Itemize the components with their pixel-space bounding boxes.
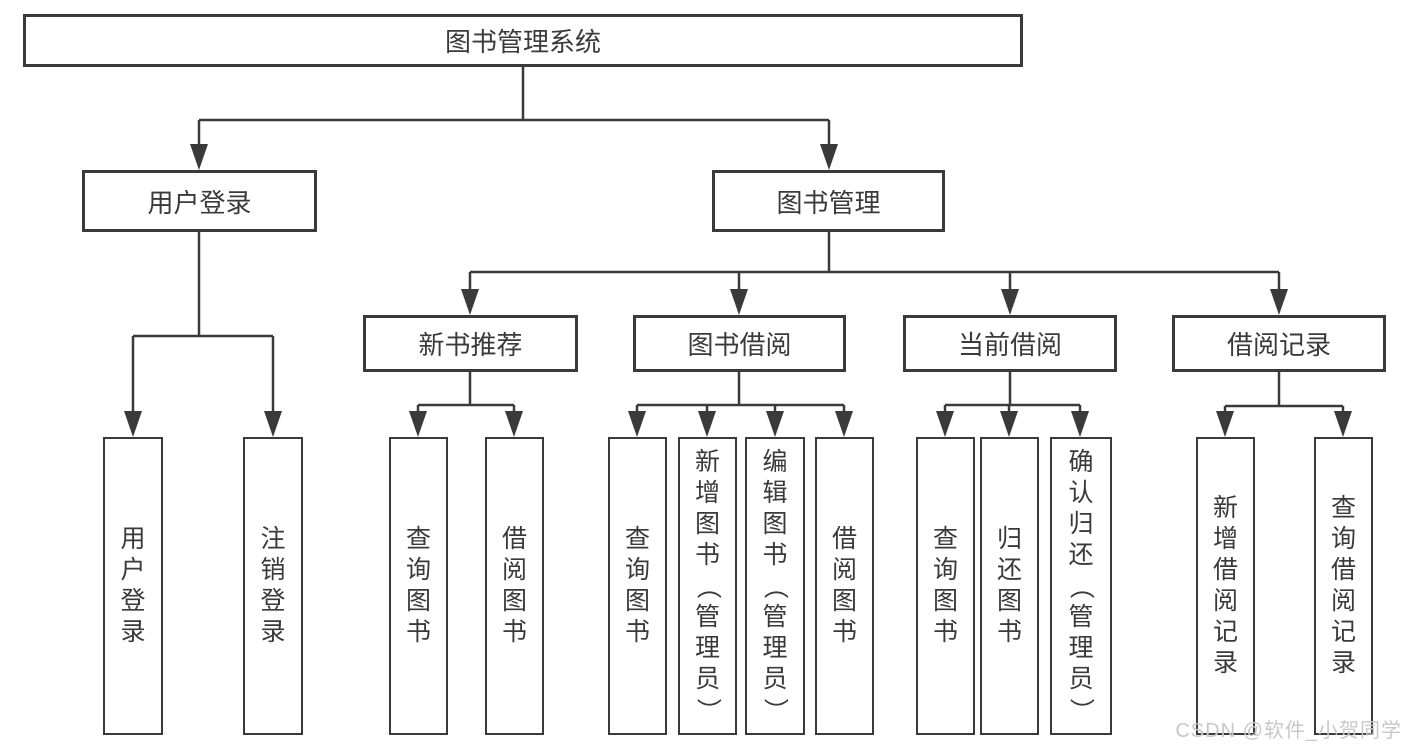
arrowhead-icon [1270,289,1288,315]
node-label: 借阅记录 [1226,330,1331,360]
node-user-login: 用户登录 [82,170,317,232]
leaf-user-login: 用户登录 [103,437,163,735]
leaf-query-books-recommend: 查询图书 [389,437,448,735]
node-label: 新书推荐 [418,330,523,360]
node-new-book-recommend: 新书推荐 [363,315,578,372]
arrowhead-icon [264,411,282,437]
leaf-query-books-borrowing: 查询图书 [608,437,667,735]
leaf-query-borrow-record: 查询借阅记录 [1314,437,1373,735]
node-label: 查询图书 [624,525,650,646]
arrowhead-icon [820,144,838,170]
arrowhead-icon [190,144,208,170]
arrowhead-icon [1001,289,1019,315]
arrowhead-icon [124,411,142,437]
node-current-borrowing: 当前借阅 [903,315,1117,372]
node-label: 借阅图书 [831,525,857,646]
leaf-confirm-return-admin: 确认归还（管理员） [1050,437,1112,735]
leaf-edit-books-admin: 编辑图书（管理员） [745,437,805,735]
node-book-borrowing: 图书借阅 [633,315,846,372]
arrowhead-icon [730,289,748,315]
node-label: 归还图书 [996,525,1022,646]
leaf-add-books-admin: 新增图书（管理员） [678,437,737,735]
arrowhead-icon [1334,411,1352,437]
leaf-return-books: 归还图书 [980,437,1039,735]
arrowhead-icon [835,411,853,437]
node-label: 查询借阅记录 [1330,494,1356,677]
node-label: 确认归还（管理员） [1067,447,1096,723]
arrowhead-icon [1071,411,1089,437]
arrowhead-icon [1216,411,1234,437]
node-label: 借阅图书 [501,525,527,646]
leaf-borrow-books-recommend: 借阅图书 [485,437,544,735]
leaf-borrow-books: 借阅图书 [815,437,874,735]
node-label: 新增借阅记录 [1212,494,1238,677]
leaf-logout: 注销登录 [243,437,303,735]
node-label: 当前借阅 [957,330,1062,360]
node-label: 图书管理 [776,187,881,218]
node-label: 注销登录 [260,525,286,646]
node-label: 图书管理系统 [444,27,601,57]
arrowhead-icon [628,411,646,437]
arrowhead-icon [766,411,784,437]
node-book-management: 图书管理 [712,170,945,232]
node-label: 新增图书（管理员） [693,447,722,723]
arrowhead-icon [698,411,716,437]
node-label: 用户登录 [120,525,146,646]
node-label: 图书借阅 [687,330,792,360]
leaf-query-books-current: 查询图书 [916,437,975,735]
node-label: 编辑图书（管理员） [761,447,790,723]
watermark: CSDN @软件_小贺同学 [1175,720,1402,742]
leaf-add-borrow-record: 新增借阅记录 [1196,437,1255,735]
node-label: 用户登录 [147,187,252,218]
node-label: 查询图书 [932,525,958,646]
arrowhead-icon [461,289,479,315]
arrowhead-icon [1000,411,1018,437]
arrowhead-icon [409,411,427,437]
node-label: 查询图书 [405,525,431,646]
node-borrowing-records: 借阅记录 [1172,315,1386,372]
arrowhead-icon [936,411,954,437]
node-library-system: 图书管理系统 [23,14,1023,67]
arrowhead-icon [505,411,523,437]
